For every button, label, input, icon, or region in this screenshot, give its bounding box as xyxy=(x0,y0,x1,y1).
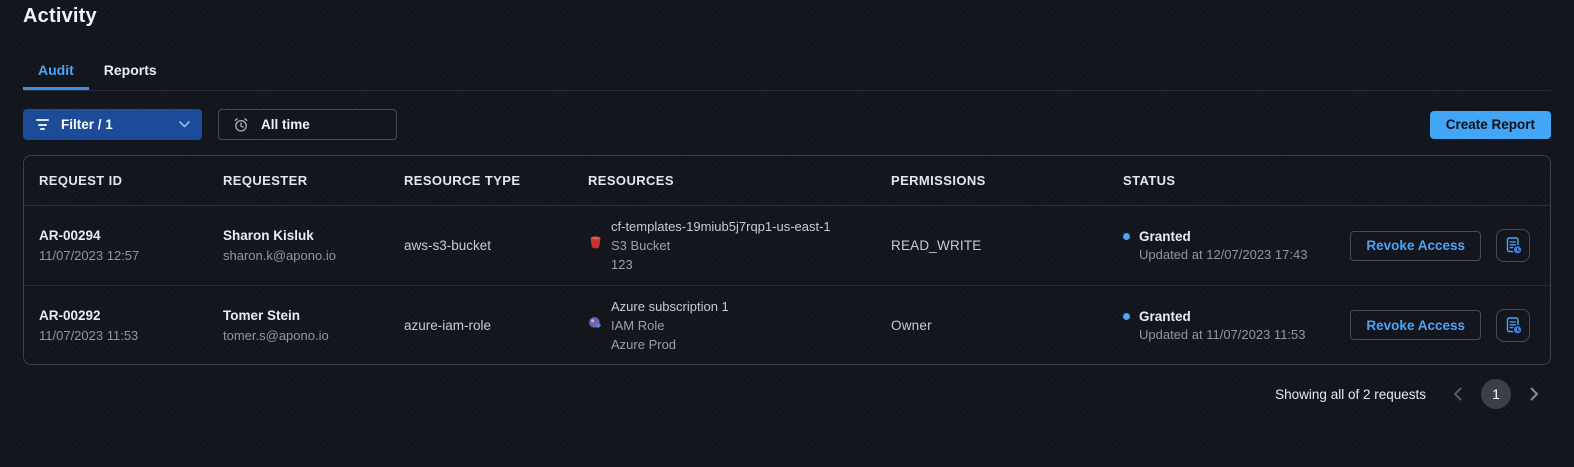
column-header-status: STATUS xyxy=(1123,173,1176,188)
column-header-requester: REQUESTER xyxy=(223,173,308,188)
filter-icon xyxy=(35,119,49,130)
report-history-icon xyxy=(1504,236,1523,255)
permissions: READ_WRITE xyxy=(891,238,982,253)
permissions-cell: READ_WRITE xyxy=(891,238,1123,253)
revoke-access-button[interactable]: Revoke Access xyxy=(1350,230,1481,261)
resource-type-cell: aws-s3-bucket xyxy=(404,238,588,253)
report-history-icon xyxy=(1504,316,1523,335)
status-cell: Granted Updated at 12/07/2023 17:43 xyxy=(1123,229,1334,262)
current-page-button[interactable]: 1 xyxy=(1481,379,1511,409)
create-report-button[interactable]: Create Report xyxy=(1429,110,1551,139)
audit-table: REQUEST ID REQUESTER RESOURCE TYPE RESOU… xyxy=(23,155,1551,365)
status-label: Granted xyxy=(1139,229,1191,244)
tab-bar: Audit Reports xyxy=(23,56,1551,91)
pagination-footer: Showing all of 2 requests 1 xyxy=(23,379,1551,409)
resource-detail: 123 xyxy=(611,257,633,272)
requester-email: tomer.s@apono.io xyxy=(223,327,329,343)
permissions-cell: Owner xyxy=(891,318,1123,333)
status-updated: Updated at 11/07/2023 11:53 xyxy=(1139,326,1306,342)
report-history-button[interactable] xyxy=(1496,229,1530,262)
resources-cell: cf-templates-19miub5j7rqp1-us-east-1 S3 … xyxy=(588,217,891,274)
table-header: REQUEST ID REQUESTER RESOURCE TYPE RESOU… xyxy=(24,156,1550,206)
filter-button[interactable]: Filter / 1 xyxy=(23,109,202,140)
alarm-clock-icon xyxy=(233,117,249,133)
request-id-cell: AR-00292 11/07/2023 11:53 xyxy=(39,306,223,345)
tab-audit[interactable]: Audit xyxy=(23,56,89,90)
resource-lines: Azure subscription 1 IAM Role Azure Prod xyxy=(611,297,729,354)
resource-detail: Azure Prod xyxy=(611,336,677,352)
resource-lines: cf-templates-19miub5j7rqp1-us-east-1 S3 … xyxy=(611,217,831,274)
request-date: 11/07/2023 12:57 xyxy=(39,248,140,263)
column-header-resources: RESOURCES xyxy=(588,173,674,188)
chevron-right-icon xyxy=(1530,387,1539,401)
previous-page-button[interactable] xyxy=(1449,383,1466,405)
time-range-label: All time xyxy=(261,117,310,132)
status-dot-icon xyxy=(1123,233,1130,240)
request-id-cell: AR-00294 11/07/2023 12:57 xyxy=(39,226,223,265)
resource-type: azure-iam-role xyxy=(404,317,492,333)
request-id: AR-00292 xyxy=(39,307,101,323)
resource-type-cell: azure-iam-role xyxy=(404,318,588,333)
requester-name: Sharon Kisluk xyxy=(223,228,314,243)
column-header-resource-type: RESOURCE TYPE xyxy=(404,173,521,188)
provider-icon xyxy=(588,236,602,255)
request-id: AR-00294 xyxy=(39,228,101,243)
next-page-button[interactable] xyxy=(1526,383,1543,405)
table-row: AR-00294 11/07/2023 12:57 Sharon Kisluk … xyxy=(24,206,1550,285)
page-title: Activity xyxy=(23,5,97,27)
toolbar: Filter / 1 All time Create Report xyxy=(23,109,1551,140)
resource-name: Azure subscription 1 xyxy=(611,298,729,314)
resource-kind: IAM Role xyxy=(611,317,665,333)
aws-s3-icon xyxy=(589,236,602,255)
column-header-permissions: PERMISSIONS xyxy=(891,173,986,188)
filter-button-label: Filter / 1 xyxy=(61,117,113,132)
tab-reports[interactable]: Reports xyxy=(103,62,157,78)
resources-cell: Azure subscription 1 IAM Role Azure Prod xyxy=(588,297,891,354)
azure-icon xyxy=(588,316,602,335)
table-row: AR-00292 11/07/2023 11:53 Tomer Stein to… xyxy=(24,285,1550,364)
resource-name: cf-templates-19miub5j7rqp1-us-east-1 xyxy=(611,219,831,234)
time-range-button[interactable]: All time xyxy=(218,109,397,140)
requester-email: sharon.k@apono.io xyxy=(223,248,336,263)
chevron-down-icon xyxy=(179,121,190,128)
requester-cell: Tomer Stein tomer.s@apono.io xyxy=(223,306,404,345)
requester-cell: Sharon Kisluk sharon.k@apono.io xyxy=(223,226,404,265)
actions-cell: Revoke Access xyxy=(1334,229,1530,262)
permissions: Owner xyxy=(891,317,932,333)
chevron-left-icon xyxy=(1453,387,1462,401)
request-date: 11/07/2023 11:53 xyxy=(39,327,139,343)
resource-kind: S3 Bucket xyxy=(611,238,671,253)
status-updated: Updated at 12/07/2023 17:43 xyxy=(1139,247,1308,262)
status-cell: Granted Updated at 11/07/2023 11:53 xyxy=(1123,309,1334,342)
actions-cell: Revoke Access xyxy=(1334,308,1530,342)
report-history-button[interactable] xyxy=(1496,308,1530,342)
status-dot-icon xyxy=(1123,312,1130,320)
revoke-access-button[interactable]: Revoke Access xyxy=(1350,310,1481,340)
requester-name: Tomer Stein xyxy=(223,307,301,323)
column-header-request-id: REQUEST ID xyxy=(39,173,123,188)
provider-icon xyxy=(588,316,602,335)
status-label: Granted xyxy=(1139,308,1191,324)
resource-type: aws-s3-bucket xyxy=(404,238,492,253)
results-summary: Showing all of 2 requests xyxy=(1275,386,1426,402)
